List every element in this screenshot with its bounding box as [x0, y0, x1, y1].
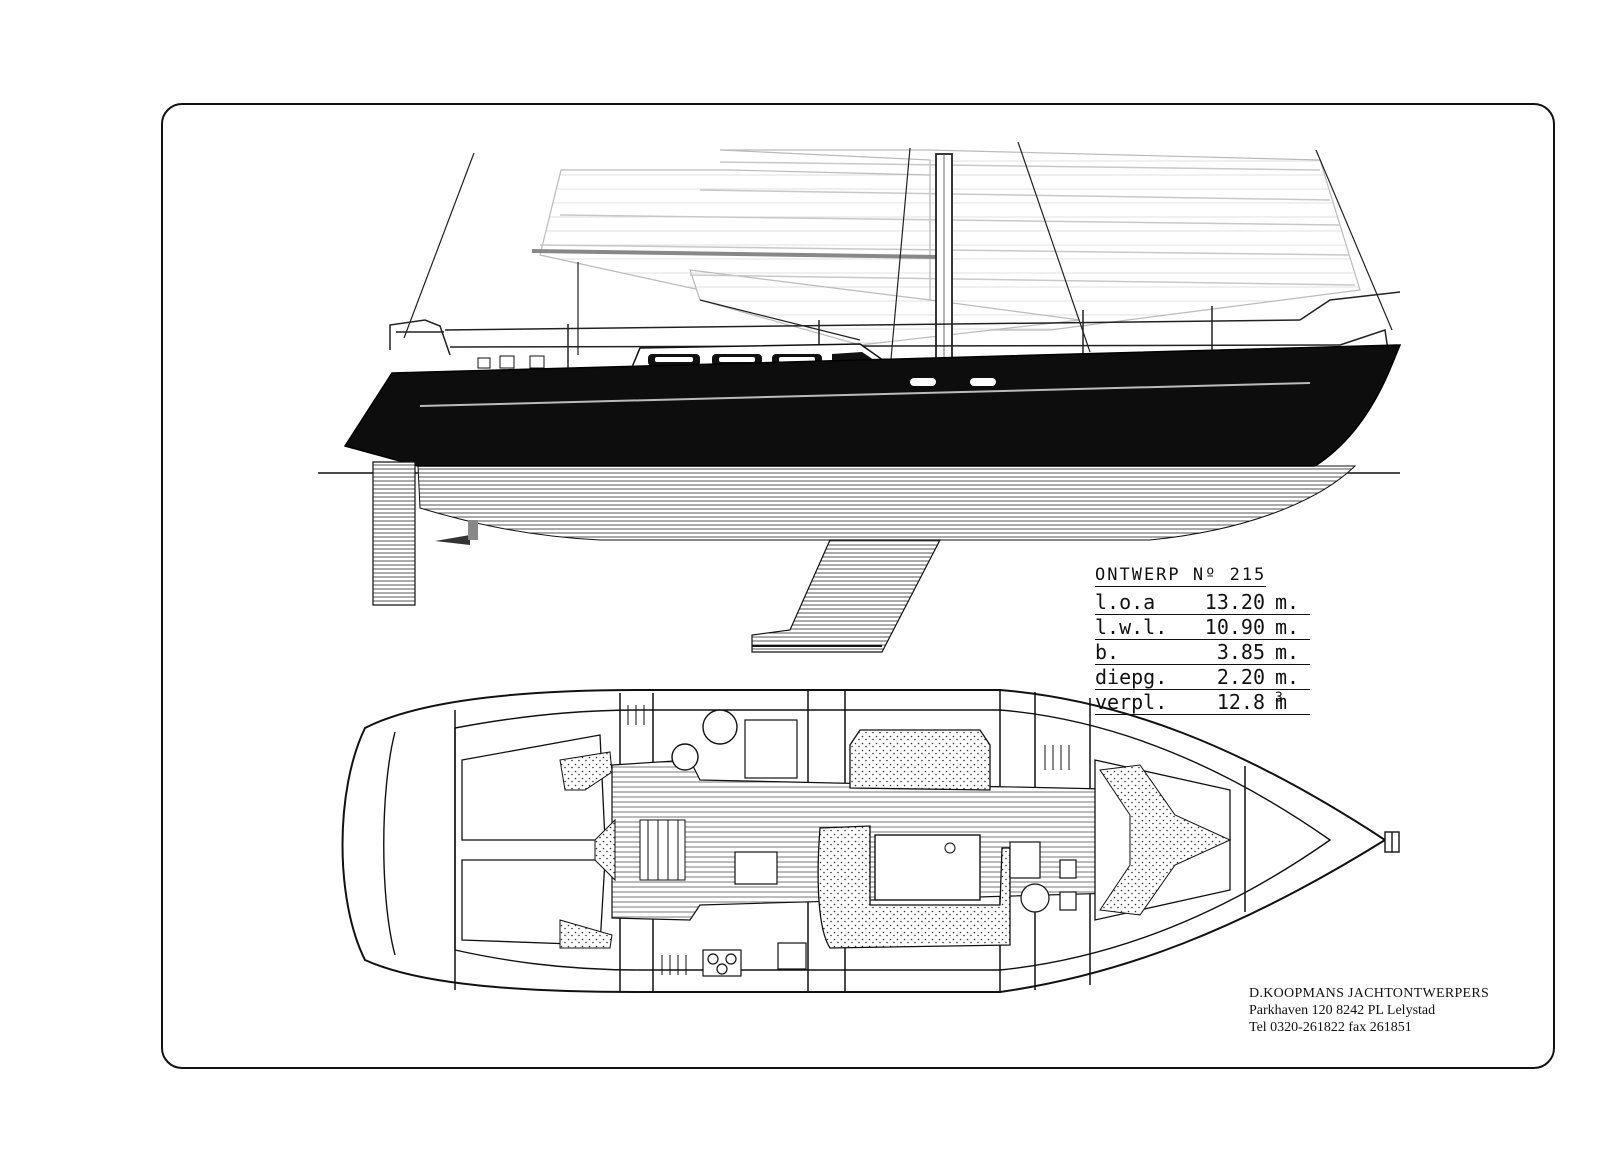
rigging [403, 141, 1393, 371]
rudder [372, 461, 416, 606]
spec-label: b. [1095, 640, 1120, 664]
designer-block: D.KOOPMANS JACHTONTWERPERS Parkhaven 120… [1249, 985, 1489, 1036]
spec-unit: m. [1275, 590, 1300, 614]
spec-unit: m. [1275, 615, 1300, 639]
spec-value: 10.90 [1204, 615, 1265, 639]
underwater-hull [417, 465, 1357, 541]
forward-heads [1009, 841, 1077, 913]
spec-label: l.o.a [1095, 590, 1156, 614]
boom [531, 249, 941, 259]
spec-unit-base: m [1275, 690, 1288, 714]
spec-row-beam: b. 3.85 m. [1095, 640, 1310, 665]
sheer-stripe [419, 382, 1311, 407]
winches [477, 355, 545, 369]
companionway [639, 819, 686, 881]
plan-inner-line [454, 709, 1332, 971]
galley [702, 719, 807, 977]
firm-address: Parkhaven 120 8242 PL Lelystad [1249, 1003, 1436, 1018]
lockers [627, 705, 1070, 975]
spec-unit-superscript: 3 [1275, 690, 1283, 706]
spec-value: 12.8 [1216, 690, 1265, 714]
propeller [435, 535, 470, 545]
plan-view [341, 689, 1400, 993]
design-number: ONTWERP Nº 215 [1095, 565, 1267, 587]
spec-unit: m. [1275, 640, 1300, 664]
forward-cushions [1099, 764, 1232, 916]
hull-topsides [343, 344, 1402, 467]
hull-portholes [910, 378, 996, 386]
firm-contact: Tel 0320-261822 fax 261851 [1249, 1020, 1412, 1035]
keel [751, 539, 941, 653]
design-spec-table: ONTWERP Nº 215 l.o.a 13.20 m. l.w.l. 10.… [1095, 565, 1310, 715]
profile-view [318, 141, 1402, 653]
saloon-settees [817, 729, 1011, 949]
bow-fitting [1384, 831, 1400, 853]
spec-value: 2.20 [1216, 665, 1265, 689]
spec-label: verpl. [1095, 690, 1168, 714]
railings [389, 291, 1401, 370]
spec-unit: m. [1275, 665, 1300, 689]
saloon-table [874, 834, 981, 901]
spec-row-lwl: l.w.l. 10.90 m. [1095, 615, 1310, 640]
spec-row-draft: diepg. 2.20 m. [1095, 665, 1310, 690]
sails [539, 149, 1361, 346]
firm-name: D.KOOPMANS JACHTONTWERPERS [1249, 986, 1490, 1001]
heads [671, 709, 738, 771]
spec-label: diepg. [1095, 665, 1168, 689]
spec-value: 13.20 [1204, 590, 1265, 614]
aft-cushions [559, 751, 616, 949]
spec-row-loa: l.o.a 13.20 m. [1095, 590, 1310, 615]
sheet-border [161, 103, 1555, 1069]
spec-value: 3.85 [1216, 640, 1265, 664]
spec-label: l.w.l. [1095, 615, 1168, 639]
